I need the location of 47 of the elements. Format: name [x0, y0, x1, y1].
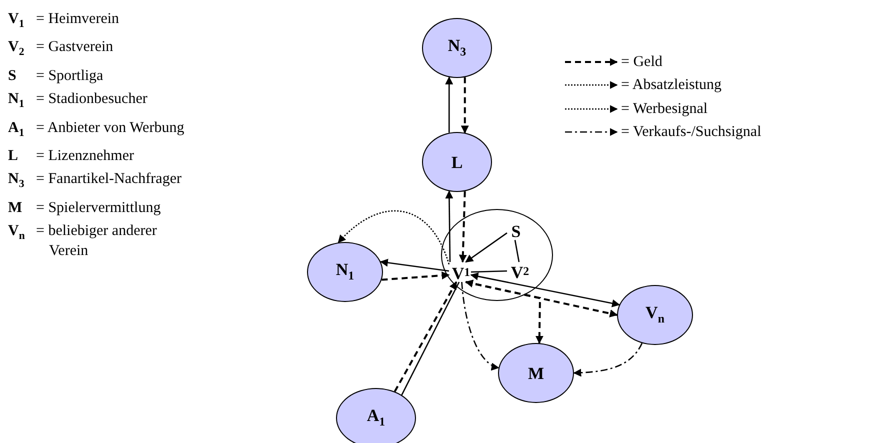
ellipse-node: N$_{3}$: [422, 18, 492, 78]
legend-text: = Geld: [621, 53, 664, 72]
arrow: [465, 232, 508, 263]
ellipse-node: L: [422, 132, 492, 192]
arrow: [445, 190, 454, 262]
legend-text: = Verkaufs-/Suchsignal: [621, 123, 762, 142]
node-label: S: [508, 221, 524, 241]
symbol-label: L: [8, 146, 20, 166]
definition-text: = beliebiger anderer Verein: [36, 222, 158, 262]
arrow: [380, 258, 450, 272]
connector-line: [470, 270, 508, 273]
definition-text: = Gastverein: [36, 38, 114, 58]
ellipse-node: M: [498, 343, 574, 403]
arrow: [382, 271, 450, 281]
definition-text: = Lizenznehmer: [36, 146, 134, 166]
symbol-label: V$_{2}$: [8, 38, 26, 60]
connector-line: [514, 240, 520, 262]
symbol-label: V$_{1}$: [8, 10, 26, 32]
arrow: [338, 210, 450, 265]
symbol-label: N$_{3}$: [8, 170, 26, 192]
arrow: [573, 342, 643, 377]
definition-text: = Fanartikel-Nachfrager: [36, 170, 182, 190]
symbol-label: M: [8, 198, 24, 218]
symbol-label: V$_{n}$: [8, 222, 26, 244]
definition-text: = Stadionbesucher: [36, 90, 148, 110]
arrow: [466, 281, 544, 344]
arrow: [461, 282, 500, 370]
symbol-label: A$_{1}$: [8, 118, 26, 141]
arrow: [394, 281, 458, 392]
definition-text: = Anbieter von Werbung: [36, 118, 184, 138]
ellipse-node: A$_{1}$: [336, 388, 416, 443]
legend-text: = Werbesignal: [621, 100, 709, 119]
ellipse-node: N$_{1}$: [307, 242, 383, 302]
circle-outline: [441, 209, 553, 301]
arrow: [458, 191, 467, 263]
arrow: [465, 280, 618, 318]
definition-text: = Spielervermittlung: [36, 198, 161, 218]
definition-text: = Heimverein: [36, 10, 120, 29]
arrow: [470, 272, 620, 308]
symbol-label: N$_{1}$: [8, 90, 26, 112]
legend-text: = Absatzleistung: [621, 76, 723, 96]
symbol-label: S: [8, 66, 18, 86]
definition-text: = Sportliga: [36, 66, 104, 86]
connector-line: [401, 282, 460, 396]
arrow: [445, 76, 454, 133]
ellipse-node: V$_{n}$: [617, 285, 693, 345]
arrow: [460, 77, 469, 134]
